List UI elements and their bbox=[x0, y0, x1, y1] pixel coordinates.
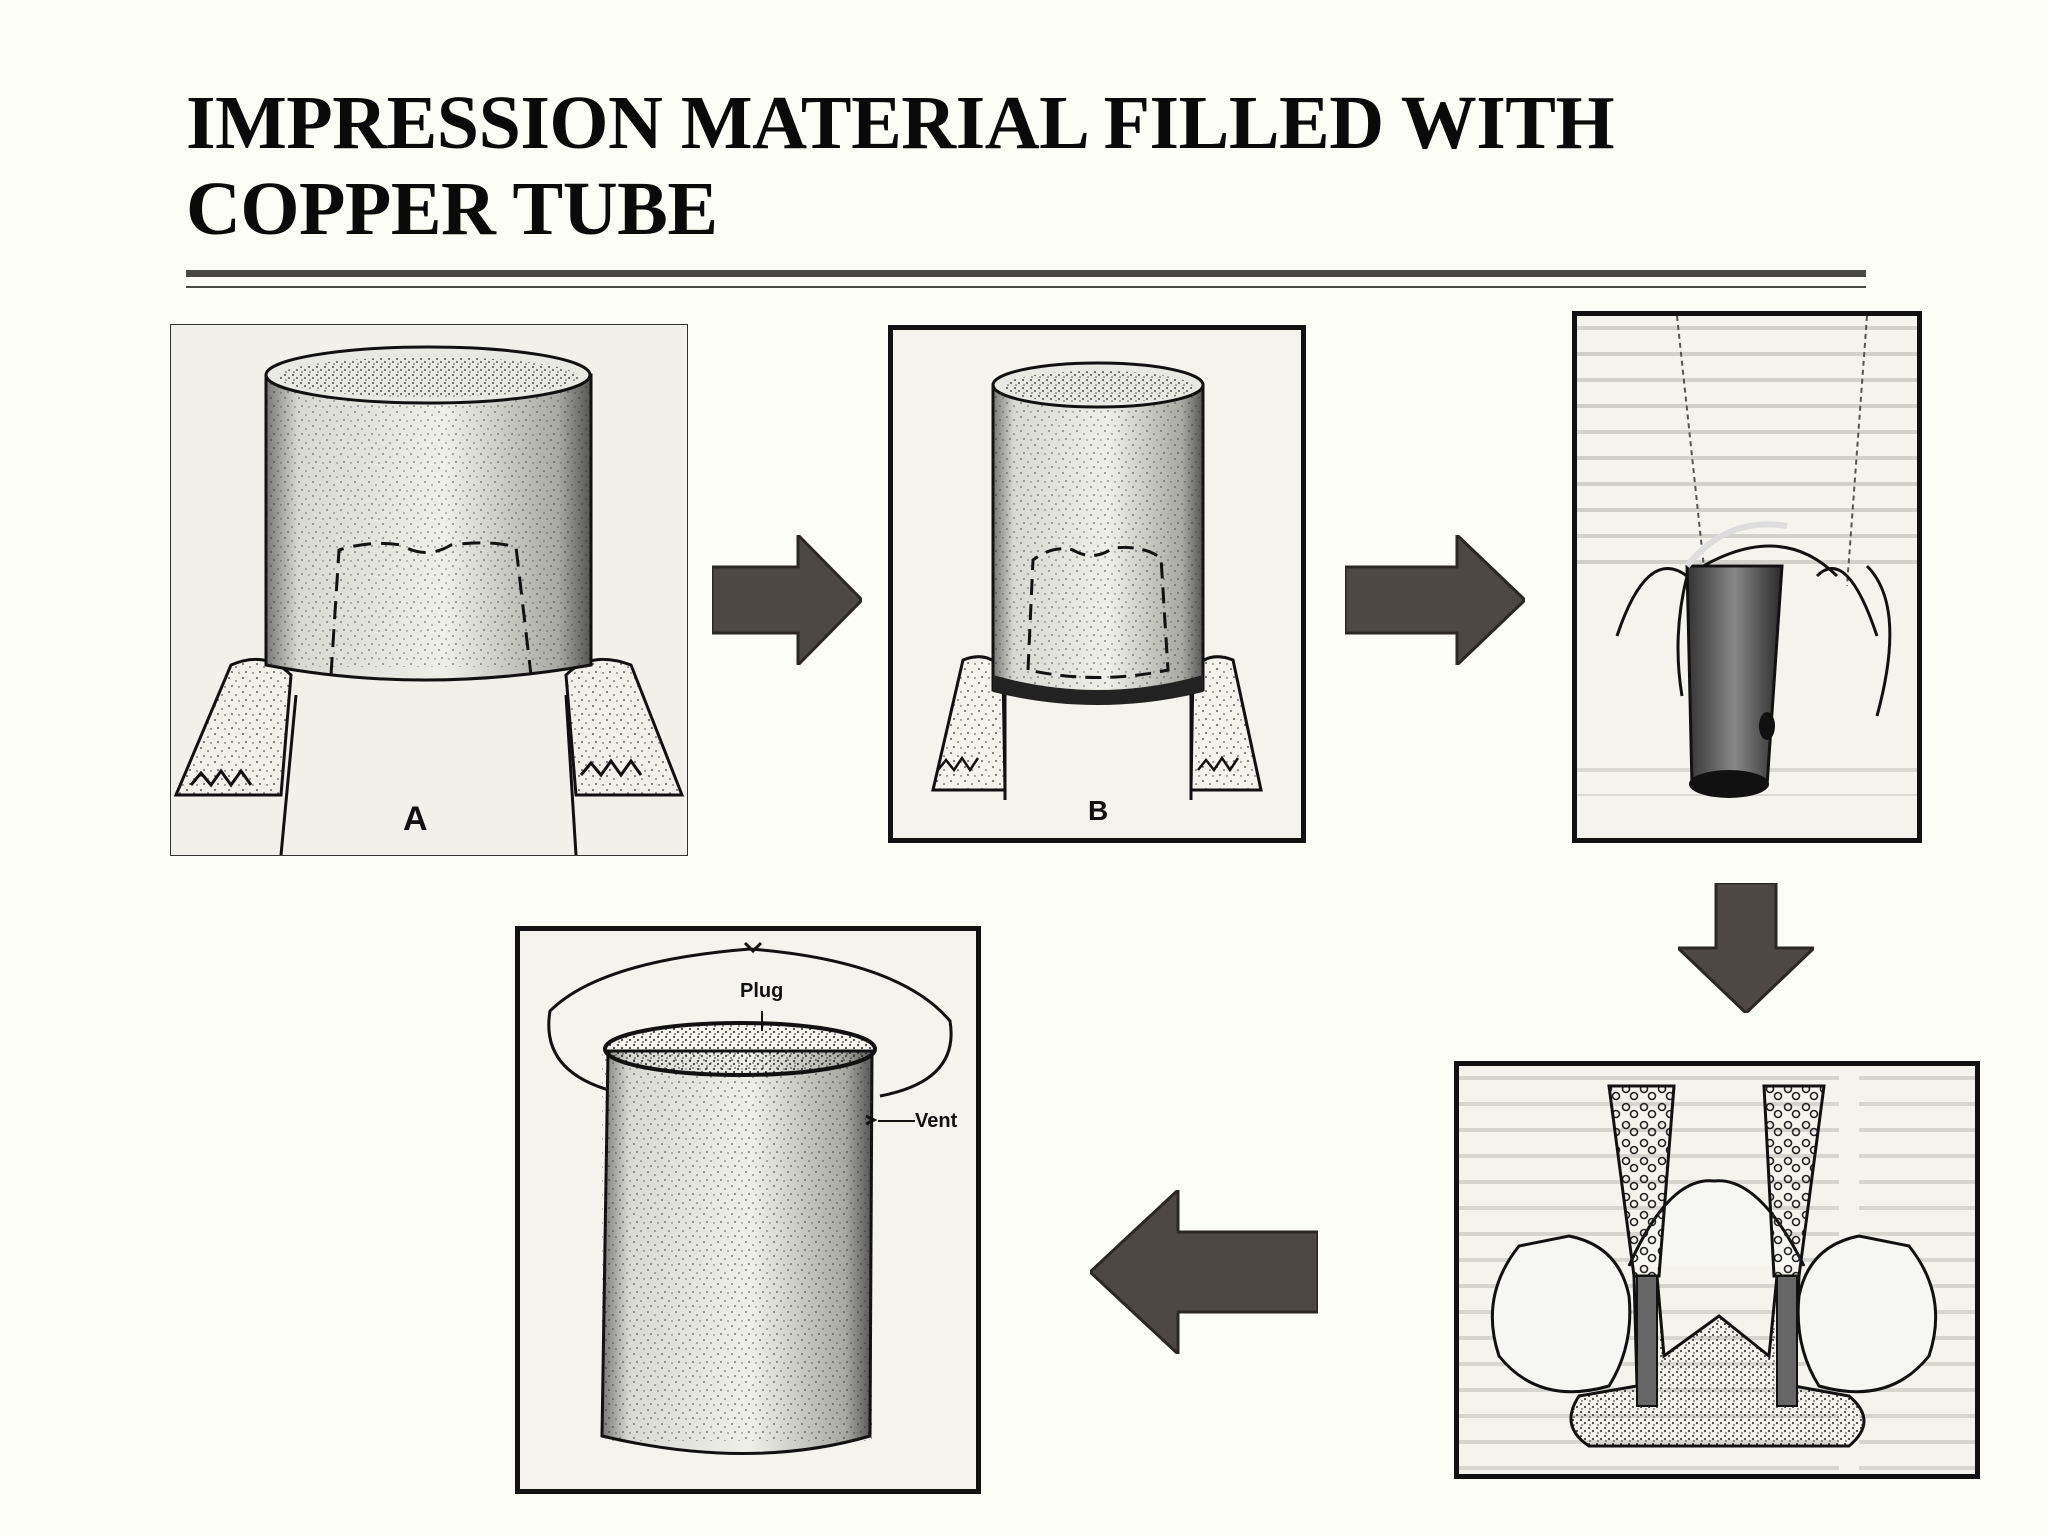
panel-d-illustration bbox=[1459, 1066, 1975, 1474]
slide-title-line-2: COPPER TUBE bbox=[186, 167, 718, 251]
title-rule-thick bbox=[186, 270, 1866, 277]
panel-e-illustration: Plug Vent bbox=[547, 941, 958, 1455]
panel-a-illustration: A bbox=[173, 345, 685, 855]
arrow-right-icon bbox=[1345, 535, 1525, 665]
panel-b-illustration: B bbox=[931, 361, 1263, 826]
panel-a-tube-over-preparation: A bbox=[170, 324, 688, 856]
panel-b-tube-seated: B bbox=[888, 325, 1306, 843]
slide-title: IMPRESSION MATERIAL FILLED WITH COPPER T… bbox=[186, 80, 1886, 252]
arrow-down-icon bbox=[1678, 883, 1814, 1013]
arrow-left-icon bbox=[1090, 1190, 1318, 1354]
title-rule-thin bbox=[186, 286, 1866, 288]
panel-c-illustration bbox=[1577, 316, 1917, 798]
vent-label: Vent bbox=[915, 1110, 958, 1132]
panel-e-plugged-tube: Plug Vent bbox=[515, 926, 981, 1494]
panel-a-label: A bbox=[403, 800, 428, 838]
panel-c-tube-on-tooth bbox=[1572, 311, 1922, 843]
plug-label: Plug bbox=[740, 980, 783, 1002]
slide-title-line-1: IMPRESSION MATERIAL FILLED WITH bbox=[186, 81, 1615, 165]
arrow-right-icon bbox=[712, 535, 862, 665]
panel-b-label: B bbox=[1088, 795, 1108, 826]
panel-d-impression-section bbox=[1454, 1061, 1980, 1479]
